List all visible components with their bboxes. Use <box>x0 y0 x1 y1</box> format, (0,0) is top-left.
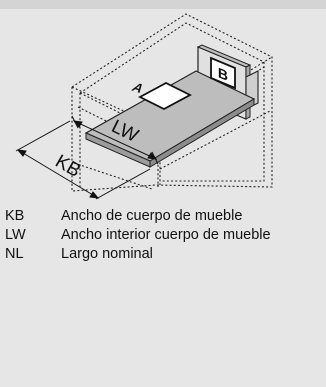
label-b-text: B <box>218 66 228 85</box>
header-bar <box>0 0 326 9</box>
legend: KB Ancho de cuerpo de mueble LW Ancho in… <box>0 207 326 264</box>
legend-description: Largo nominal <box>61 246 153 262</box>
legend-row-kb: KB Ancho de cuerpo de mueble <box>0 207 326 226</box>
legend-code: NL <box>5 246 24 262</box>
legend-description: Ancho interior cuerpo de mueble <box>61 227 271 243</box>
legend-row-nl: NL Largo nominal <box>0 245 326 264</box>
legend-code: LW <box>5 227 26 243</box>
legend-description: Ancho de cuerpo de mueble <box>61 208 243 224</box>
label-b: B <box>210 56 236 90</box>
label-a-text: A <box>129 80 147 95</box>
legend-code: KB <box>5 208 25 224</box>
dimension-kb <box>15 120 151 200</box>
dimension-lw <box>71 115 159 165</box>
legend-row-lw: LW Ancho interior cuerpo de mueble <box>0 226 326 245</box>
dimension-kb-label: KB <box>52 151 84 182</box>
drawer-diagram: A B LW KB <box>0 9 326 205</box>
